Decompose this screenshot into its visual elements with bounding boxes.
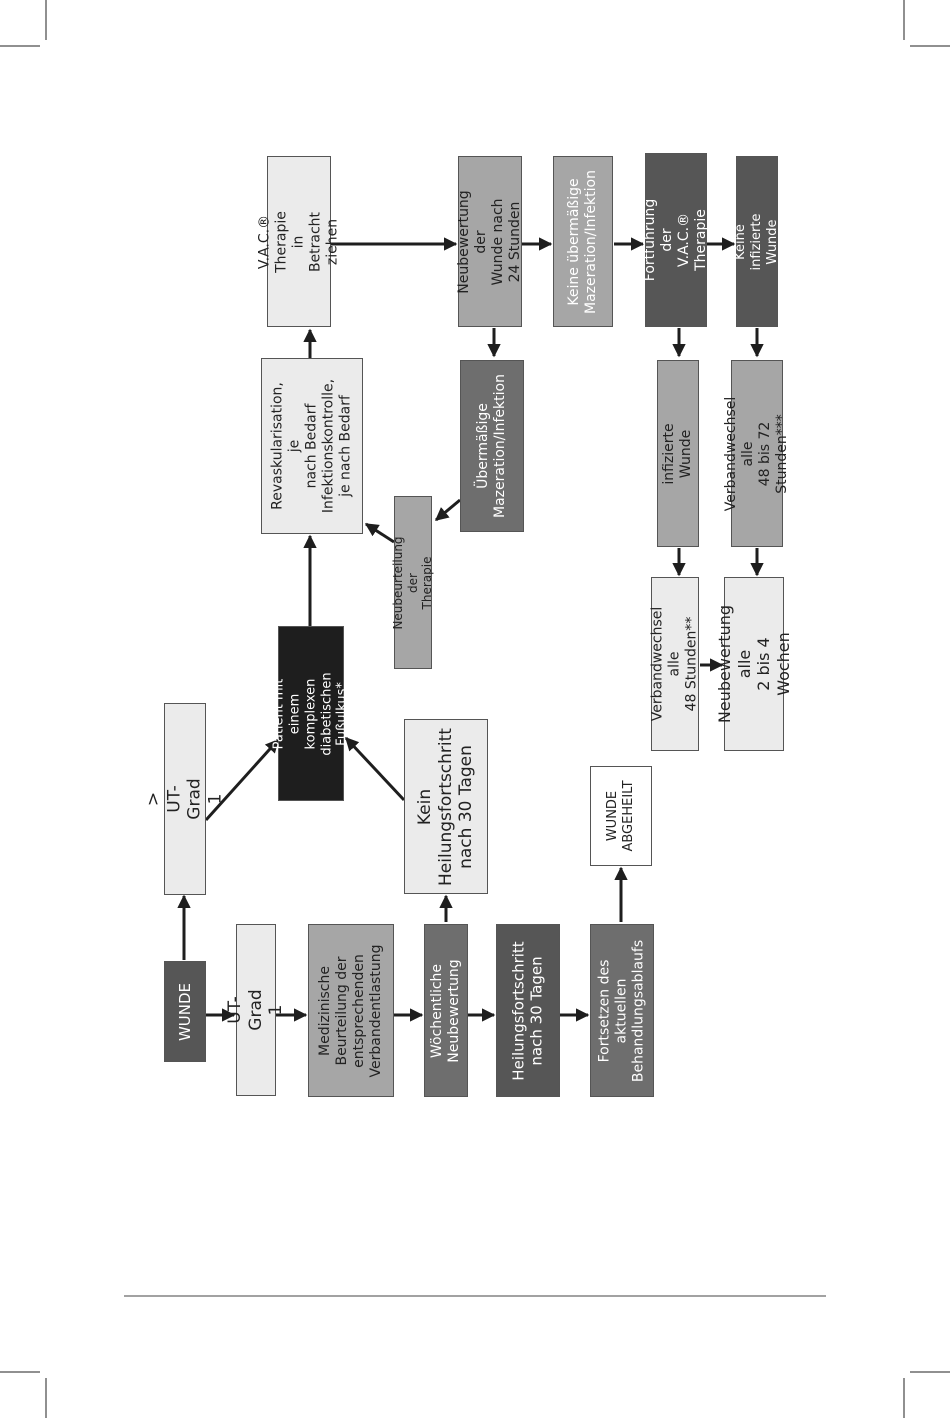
node-woechentliche-neubewertung-label: Wöchentliche Neubewertung	[428, 958, 462, 1063]
node-ut-grad-1-label: UT-Grad 1	[224, 989, 287, 1031]
node-medizinische-beurteilung-label: Medizinische Beurteilung der entsprechen…	[316, 944, 385, 1077]
node-keine-uebermaessige: Keine übermäßige Mazeration/Infektion	[553, 156, 613, 327]
node-patient-label: Patient mit einem komplexen diabetischen…	[271, 671, 350, 756]
node-verbandwechsel-48-72-label: Verbandwechsel alle 48 bis 72 Stunden***	[722, 396, 791, 511]
arrow-uebermaessig-to-neubeurteilung	[434, 498, 461, 522]
node-heilungsfortschritt-30-label: Heilungsfortschritt nach 30 Tagen	[509, 940, 546, 1081]
node-kein-heilungsfortschritt: Kein Heilungsfortschritt nach 30 Tagen	[404, 719, 488, 894]
node-revaskularisation-label: Revaskularisation, je nach Bedarf Infekt…	[269, 378, 354, 514]
node-vac-therapie-betracht: V.A.C.® Therapie in Betracht ziehen	[256, 156, 341, 327]
arrow-kein-heilung-to-patient	[344, 736, 406, 802]
node-wunde-label: WUNDE	[175, 982, 194, 1041]
node-medizinische-beurteilung: Medizinische Beurteilung der entsprechen…	[308, 924, 394, 1097]
node-revaskularisation: Revaskularisation, je nach Bedarf Infekt…	[261, 358, 363, 534]
node-neubewertung-2-4-wochen-label: Neubewertung alle 2 bis 4 Wochen	[714, 604, 793, 724]
node-fortfuehrung-vac: Fortführung der V.A.C.® Therapie	[641, 153, 710, 327]
node-keine-uebermaessige-label: Keine übermäßige Mazeration/Infektion	[565, 169, 599, 314]
node-neubeurteilung-therapie: Neubeurteilung der Therapie	[391, 496, 435, 669]
node-ut-grad-gt1: > UT-Grad 1	[144, 703, 226, 895]
node-fortfuehrung-vac-label: Fortführung der V.A.C.® Therapie	[641, 198, 710, 282]
node-ut-grad-gt1-label: > UT-Grad 1	[143, 778, 226, 820]
node-keine-infizierte-wunde: Keine infizierte Wunde	[733, 156, 780, 327]
node-neubewertung-24h-label: Neubewertung der Wunde nach 24 Stunden	[455, 189, 524, 294]
arrow-utgrad-gt1-to-patient	[204, 738, 280, 822]
node-vac-therapie-betracht-label: V.A.C.® Therapie in Betracht ziehen	[256, 210, 341, 273]
node-infizierte-wunde: infizierte Wunde	[657, 360, 699, 547]
node-verbandwechsel-48-label: Verbandwechsel alle 48 Stunden**	[649, 606, 700, 722]
arrow-neubeurteilung-to-revaskularisation	[364, 522, 395, 544]
node-heilungsfortschritt-30: Heilungsfortschritt nach 30 Tagen	[496, 924, 560, 1097]
node-wunde-abgeheilt-label: WUNDE ABGEHEILT	[605, 780, 636, 852]
node-verbandwechsel-48-72: Verbandwechsel alle 48 bis 72 Stunden***	[723, 360, 790, 547]
node-infizierte-wunde-label: infizierte Wunde	[660, 422, 694, 485]
node-fortsetzen-label: Fortsetzen des aktuellen Behandlungsabla…	[596, 939, 647, 1082]
node-woechentliche-neubewertung: Wöchentliche Neubewertung	[424, 924, 468, 1097]
node-neubewertung-2-4-wochen: Neubewertung alle 2 bis 4 Wochen	[715, 577, 793, 751]
node-fortsetzen: Fortsetzen des aktuellen Behandlungsabla…	[590, 924, 654, 1097]
node-wunde-abgeheilt: WUNDE ABGEHEILT	[590, 766, 652, 866]
node-patient: Patient mit einem komplexen diabetischen…	[271, 626, 350, 801]
node-verbandwechsel-48: Verbandwechsel alle 48 Stunden**	[649, 577, 700, 751]
node-neubewertung-24h: Neubewertung der Wunde nach 24 Stunden	[455, 156, 524, 327]
node-kein-heilungsfortschritt-label: Kein Heilungsfortschritt nach 30 Tagen	[414, 727, 477, 886]
node-neubeurteilung-therapie-label: Neubeurteilung der Therapie	[391, 535, 435, 630]
node-uebermaessige-mazeration-label: Übermäßige Mazeration/Infektion	[474, 374, 508, 518]
node-uebermaessige-mazeration: Übermäßige Mazeration/Infektion	[460, 360, 524, 532]
node-wunde: WUNDE	[164, 961, 206, 1062]
node-keine-infizierte-wunde-label: Keine infizierte Wunde	[733, 213, 780, 270]
node-ut-grad-1: UT-Grad 1	[225, 924, 286, 1096]
